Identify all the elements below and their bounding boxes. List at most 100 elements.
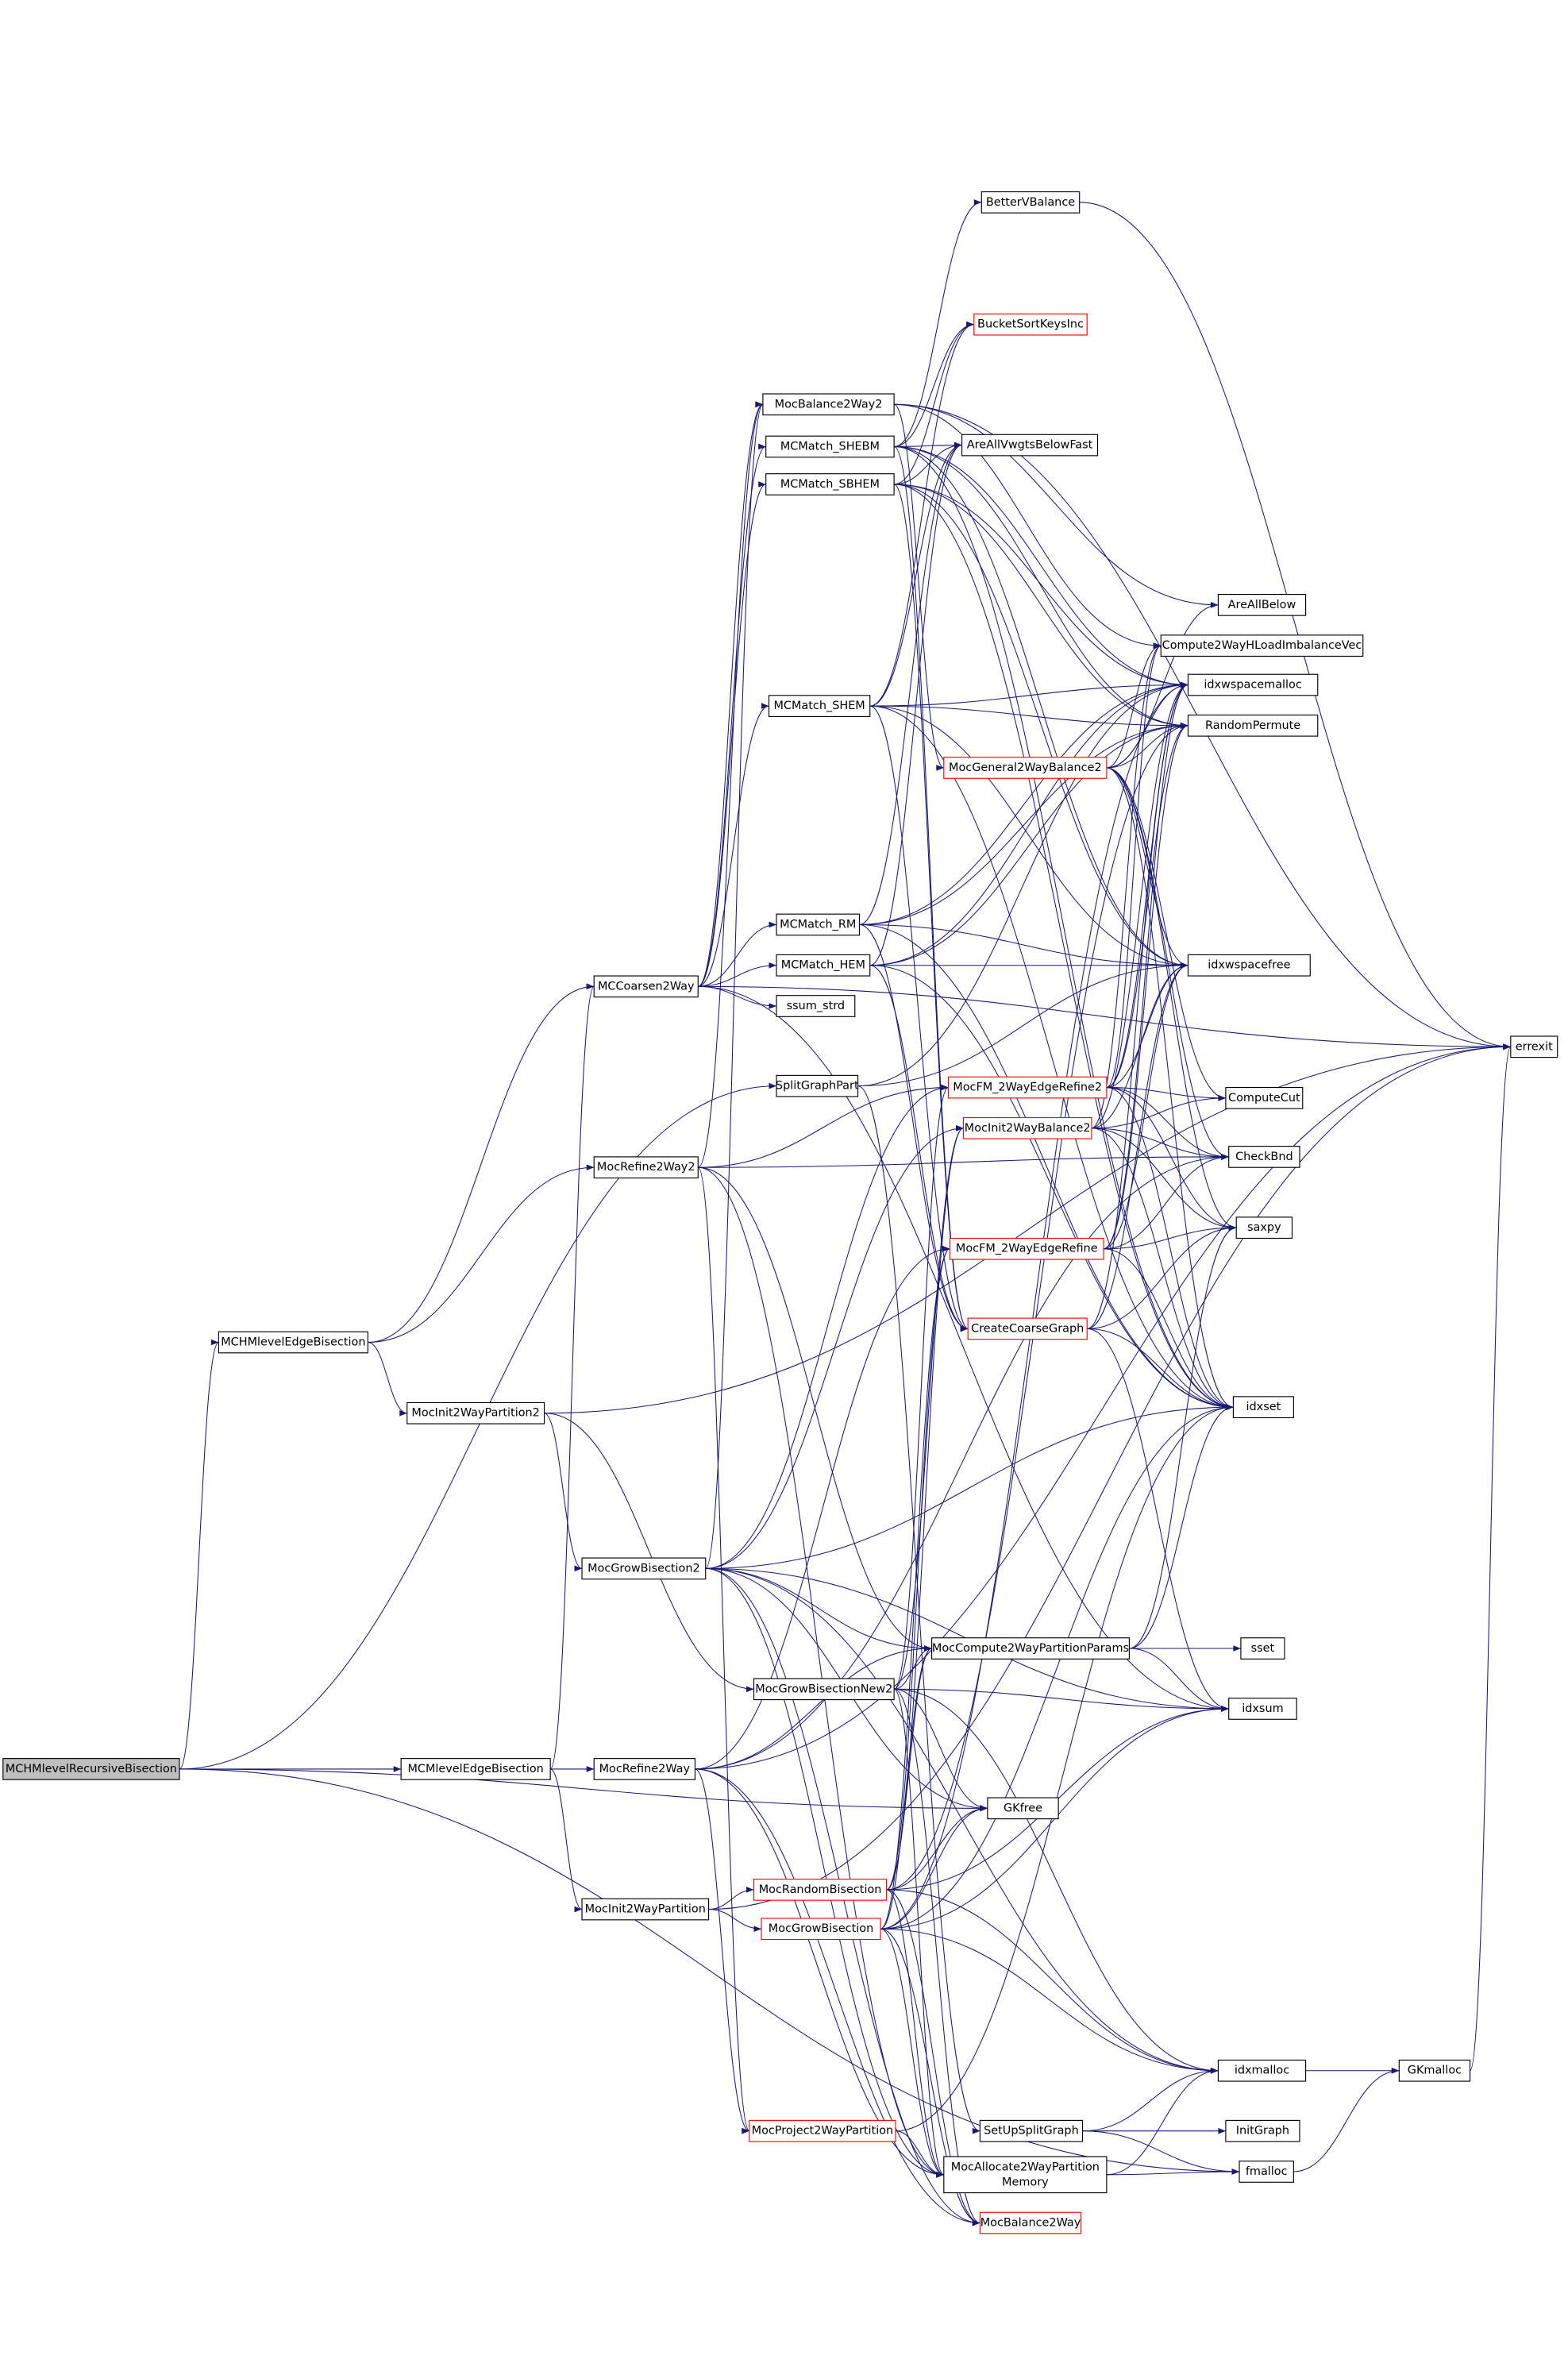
arrowhead-icon (1210, 602, 1219, 608)
node-idxsum[interactable]: idxsum (1228, 1698, 1297, 1720)
node-mchmlevelrecursivebisection[interactable]: MCHMlevelRecursiveBisection (2, 1758, 180, 1780)
node-label: MocInit2WayPartition2 (411, 1407, 539, 1420)
node-mocrefine2way2[interactable]: MocRefine2Way2 (593, 1156, 699, 1179)
node-mcmleveledgebisection[interactable]: MCMlevelEdgeBisection (400, 1758, 551, 1780)
edge-mocinit2waybalance2-to-compute2wayhloadimbalancevec (1091, 645, 1162, 1129)
node-bettervbalance[interactable]: BetterVBalance (980, 191, 1081, 214)
node-gkfree[interactable]: GKfree (987, 1797, 1059, 1820)
edge-mccoarsen2way-to-errexit (698, 985, 1511, 1047)
node-mccoarsen2way[interactable]: MCCoarsen2Way (593, 975, 699, 998)
node-mchmleveledgebisection[interactable]: MCHMlevelEdgeBisection (218, 1331, 368, 1354)
arrowhead-icon (1225, 1404, 1234, 1410)
edge-mocfm-2wayedgerefine2-to-computecut (1106, 1087, 1226, 1099)
edge-moccompute2waypartitionparams-to-idxset (1129, 1406, 1234, 1649)
node-mocrandombisection[interactable]: MocRandomBisection (753, 1878, 888, 1901)
node-createcoarsegraph[interactable]: CreateCoarseGraph (967, 1317, 1088, 1340)
edge-bettervbalance-to-errexit (1079, 202, 1511, 1047)
edge-mcmatch-shebm-to-idxset (894, 445, 1234, 1408)
edge-mccoarsen2way-to-mocbalance2way2 (698, 403, 764, 987)
edge-mocgrowbisectionnew2-to-mocbalance2way (894, 1688, 980, 2224)
node-box (947, 1076, 1108, 1099)
edge-mocfm-2wayedgerefine2-to-saxpy (1106, 1087, 1237, 1228)
node-mcmatch-rm[interactable]: MCMatch_RM (776, 913, 861, 936)
node-box (943, 757, 1108, 779)
node-box (1187, 673, 1319, 696)
node-saxpy[interactable]: saxpy (1235, 1216, 1293, 1239)
node-label: MocInit2WayPartition (585, 1903, 706, 1916)
edge-createcoarsegraph-to-idxwspacefree (1087, 965, 1189, 1329)
node-areallvwgtsbelowfast[interactable]: AreAllVwgtsBelowFast (961, 434, 1099, 457)
node-mcmatch-shem[interactable]: MCMatch_SHEM (768, 695, 871, 717)
node-mocbalance2way[interactable]: MocBalance2Way (979, 2211, 1082, 2234)
edge-mcmatch-rm-to-idxwspacefree (859, 923, 1189, 966)
node-idxset[interactable]: idxset (1232, 1396, 1294, 1419)
node-box (581, 1898, 710, 1921)
edge-mocgrowbisection2-to-idxset (705, 1406, 1234, 1569)
node-label: BucketSortKeysInc (977, 318, 1084, 331)
edge-mocfm-2wayedgerefine2-to-idxset (1106, 1087, 1234, 1408)
node-mocgrowbisectionnew2[interactable]: MocGrowBisectionNew2 (753, 1678, 895, 1701)
node-mocinit2waypartition2[interactable]: MocInit2WayPartition2 (406, 1401, 545, 1425)
node-mocinit2waypartition[interactable]: MocInit2WayPartition (581, 1898, 710, 1921)
node-mocgeneral2waybalance2[interactable]: MocGeneral2WayBalance2 (943, 757, 1108, 779)
node-fmalloc[interactable]: fmalloc (1239, 2161, 1294, 2183)
arrowhead-icon (1231, 2169, 1240, 2175)
node-randompermute[interactable]: RandomPermute (1187, 714, 1319, 737)
node-box (1240, 1637, 1285, 1660)
edge-mcmatch-hem-to-createcoarsegraph (869, 965, 969, 1329)
edge-mccoarsen2way-to-mcmatch-hem (698, 965, 777, 987)
arrowhead-icon (769, 921, 777, 928)
node-bucketsortkeysinc[interactable]: BucketSortKeysInc (973, 313, 1088, 336)
arrowhead-icon (936, 765, 944, 771)
edge-mocgrowbisectionnew2-to-mocinit2waybalance2 (893, 1128, 964, 1690)
edge-createcoarsegraph-to-idxwspacemalloc (1087, 684, 1189, 1329)
edge-mocinit2waybalance2-to-checkbnd (1091, 1128, 1229, 1158)
node-mocproject2waypartition[interactable]: MocProject2WayPartition (749, 2119, 896, 2142)
arrowhead-icon (1218, 2127, 1226, 2134)
edge-mocrefine2way-to-mocfm-2wayedgerefine (695, 1248, 950, 1770)
node-mocbalance2way2[interactable]: MocBalance2Way2 (762, 393, 895, 416)
node-ssum-strd[interactable]: ssum_strd (776, 995, 856, 1017)
node-mocrefine2way[interactable]: MocRefine2Way (593, 1758, 696, 1780)
node-mocgrowbisection2[interactable]: MocGrowBisection2 (581, 1557, 707, 1580)
arrowhead-icon (954, 441, 962, 449)
node-box (761, 1918, 881, 1941)
edge-mocfm-2wayedgerefine-to-idxset (1104, 1248, 1234, 1408)
node-mocgrowbisection[interactable]: MocGrowBisection (761, 1918, 881, 1941)
node-setupsplitgraph[interactable]: SetUpSplitGraph (979, 2119, 1084, 2142)
node-mocfm-2wayedgerefine[interactable]: MocFM_2WayEdgeRefine (949, 1237, 1104, 1260)
node-computecut[interactable]: ComputeCut (1225, 1086, 1304, 1109)
edge-mocrandombisection-to-gkfree (886, 1807, 988, 1891)
node-moccompute2waypartitionparams[interactable]: MocCompute2WayPartitionParams (931, 1637, 1130, 1660)
node-mocinit2waybalance2[interactable]: MocInit2WayBalance2 (962, 1116, 1092, 1139)
node-errexit[interactable]: errexit (1510, 1035, 1558, 1058)
node-compute2wayhloadimbalancevec[interactable]: Compute2WayHLoadImbalanceVec (1160, 634, 1364, 657)
node-idxwspacefree[interactable]: idxwspacefree (1187, 954, 1311, 977)
edge-mocrefine2way-to-mocproject2waypartition (695, 1768, 750, 2132)
edge-mocgrowbisectionnew2-to-idxsum (894, 1688, 1229, 1710)
node-mcmatch-sbhem[interactable]: MCMatch_SBHEM (765, 473, 895, 495)
edge-mcmleveledgebisection-to-mccoarsen2way (549, 985, 595, 1770)
arrowhead-icon (924, 1645, 932, 1652)
edge-setupsplitgraph-to-idxmalloc (1082, 2070, 1219, 2132)
edge-mccoarsen2way-to-mcmatch-sbhem (698, 484, 766, 987)
edge-mocgrowbisection2-to-mocallocate2waypartitionmemory (705, 1567, 944, 2176)
node-label: MCMatch_SHEM (773, 700, 865, 712)
node-idxwspacemalloc[interactable]: idxwspacemalloc (1187, 673, 1319, 696)
node-initgraph[interactable]: InitGraph (1225, 2119, 1300, 2142)
node-mcmatch-shebm[interactable]: MCMatch_SHEBM (765, 435, 895, 458)
node-checkbnd[interactable]: CheckBnd (1228, 1146, 1300, 1168)
node-splitgraphpart[interactable]: SplitGraphPart (776, 1074, 859, 1097)
node-idxmalloc[interactable]: idxmalloc (1217, 2059, 1307, 2082)
edge-mcmatch-rm-to-idxwspacemalloc (859, 684, 1189, 925)
node-label: Compute2WayHLoadImbalanceVec (1162, 639, 1362, 652)
node-areallbelow[interactable]: AreAllBelow (1217, 594, 1307, 616)
node-label: fmalloc (1246, 2165, 1288, 2178)
node-mocfm-2wayedgerefine2[interactable]: MocFM_2WayEdgeRefine2 (947, 1076, 1108, 1099)
node-box (776, 954, 871, 977)
node-label: ssum_strd (787, 1000, 845, 1012)
node-mcmatch-hem[interactable]: MCMatch_HEM (776, 954, 871, 977)
node-sset[interactable]: sset (1240, 1637, 1285, 1660)
node-gkmalloc[interactable]: GKmalloc (1398, 2059, 1471, 2082)
